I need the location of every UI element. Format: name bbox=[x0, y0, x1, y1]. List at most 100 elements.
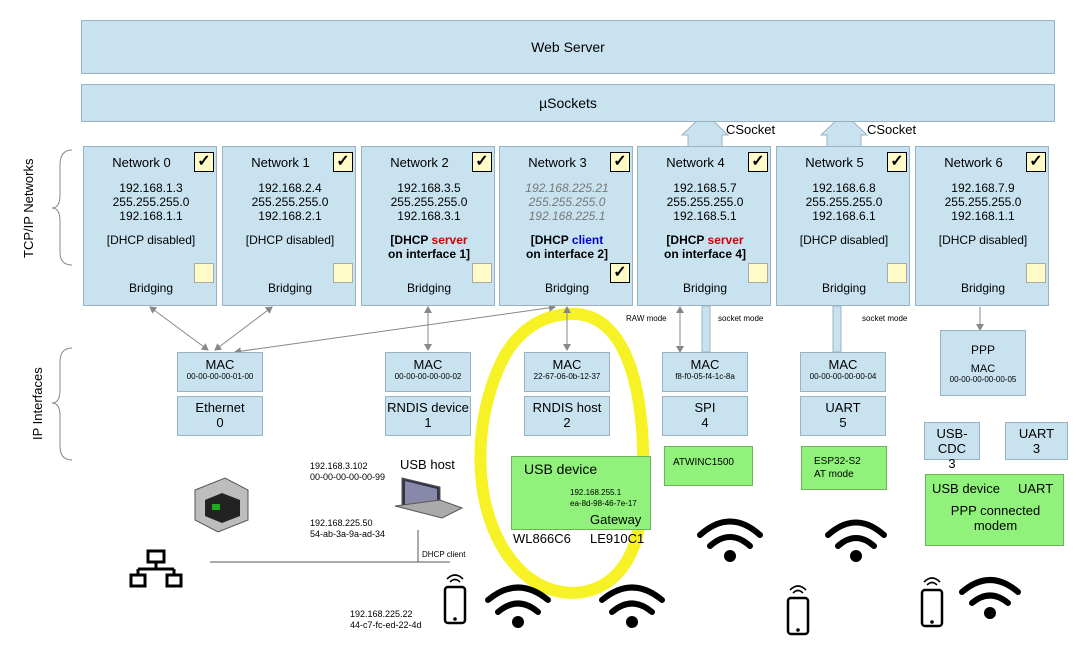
network-dhcp: [DHCP disabled] bbox=[245, 233, 335, 247]
network-dhcp: [DHCP disabled] bbox=[106, 233, 196, 247]
bridging-label: Bridging bbox=[267, 281, 313, 295]
bridging-checkbox[interactable] bbox=[887, 263, 907, 283]
modem-wl866c6: WL866C6 bbox=[513, 531, 571, 546]
bridging-checkbox[interactable] bbox=[333, 263, 353, 283]
network-enabled-checkbox[interactable]: ✓ bbox=[610, 152, 630, 172]
network-dhcp: [DHCP disabled] bbox=[938, 233, 1028, 247]
usb-device-title: USB device bbox=[524, 461, 598, 477]
network-enabled-checkbox[interactable]: ✓ bbox=[1026, 152, 1046, 172]
tcpip-networks-label: TCP/IP Networks bbox=[21, 158, 36, 258]
ethernet-jack-icon bbox=[194, 477, 249, 533]
wifi-icon-esp bbox=[825, 519, 887, 562]
bridging-label: Bridging bbox=[128, 281, 174, 295]
laptop-icon bbox=[394, 477, 464, 519]
bridging-label: Bridging bbox=[544, 281, 590, 295]
phone-icon-3 bbox=[920, 588, 944, 628]
wifi-icon-le910 bbox=[599, 584, 665, 628]
bridging-checkbox[interactable] bbox=[748, 263, 768, 283]
csocket-label-5: CSocket bbox=[867, 122, 917, 137]
bridging-checkbox[interactable] bbox=[194, 263, 214, 283]
bridging-checkbox[interactable]: ✓ bbox=[610, 263, 630, 283]
web-server-bar: Web Server bbox=[81, 20, 1055, 74]
network-title: Network 5 bbox=[805, 155, 864, 170]
network-enabled-checkbox[interactable]: ✓ bbox=[333, 152, 353, 172]
network-enabled-checkbox[interactable]: ✓ bbox=[748, 152, 768, 172]
network-title: Network 6 bbox=[944, 155, 1003, 170]
modem-le910c1: LE910C1 bbox=[590, 531, 645, 546]
network-enabled-checkbox[interactable]: ✓ bbox=[887, 152, 907, 172]
wifi-icon-atwinc bbox=[697, 518, 763, 562]
network-enabled-checkbox[interactable]: ✓ bbox=[194, 152, 214, 172]
bridging-label: Bridging bbox=[406, 281, 452, 295]
network-title: Network 3 bbox=[528, 155, 587, 170]
wifi-icon-ppp bbox=[959, 577, 1021, 619]
dhcp-client-label: DHCP client bbox=[422, 550, 466, 559]
ip-interfaces-label: IP Interfaces bbox=[30, 367, 45, 440]
atwinc1500-box: ATWINC1500 bbox=[664, 446, 753, 486]
bridging-checkbox[interactable] bbox=[472, 263, 492, 283]
network-icon bbox=[129, 549, 183, 588]
raw-mode-label: RAW mode bbox=[626, 314, 667, 323]
bridging-label: Bridging bbox=[960, 281, 1006, 295]
wifi-icon-phone1 bbox=[485, 584, 551, 628]
phone-icon-1 bbox=[443, 585, 467, 625]
bridging-label: Bridging bbox=[682, 281, 728, 295]
csocket-label-4: CSocket bbox=[726, 122, 776, 137]
phone-icon-2 bbox=[786, 596, 810, 636]
network-enabled-checkbox[interactable]: ✓ bbox=[472, 152, 492, 172]
bridging-label: Bridging bbox=[821, 281, 867, 295]
network-title: Network 4 bbox=[666, 155, 725, 170]
socket-mode-label-4: socket mode bbox=[718, 314, 764, 323]
network-title: Network 1 bbox=[251, 155, 310, 170]
network-title: Network 0 bbox=[112, 155, 171, 170]
usb-host-label: USB host bbox=[400, 457, 455, 472]
web-server-label: Web Server bbox=[531, 39, 605, 55]
network-dhcp: [DHCP disabled] bbox=[799, 233, 889, 247]
usockets-label: µSockets bbox=[539, 95, 597, 111]
socket-mode-label-5: socket mode bbox=[862, 314, 908, 323]
bridging-checkbox[interactable] bbox=[1026, 263, 1046, 283]
usockets-bar: µSockets bbox=[81, 84, 1055, 122]
gateway-label: Gateway bbox=[590, 512, 642, 527]
network-title: Network 2 bbox=[390, 155, 449, 170]
